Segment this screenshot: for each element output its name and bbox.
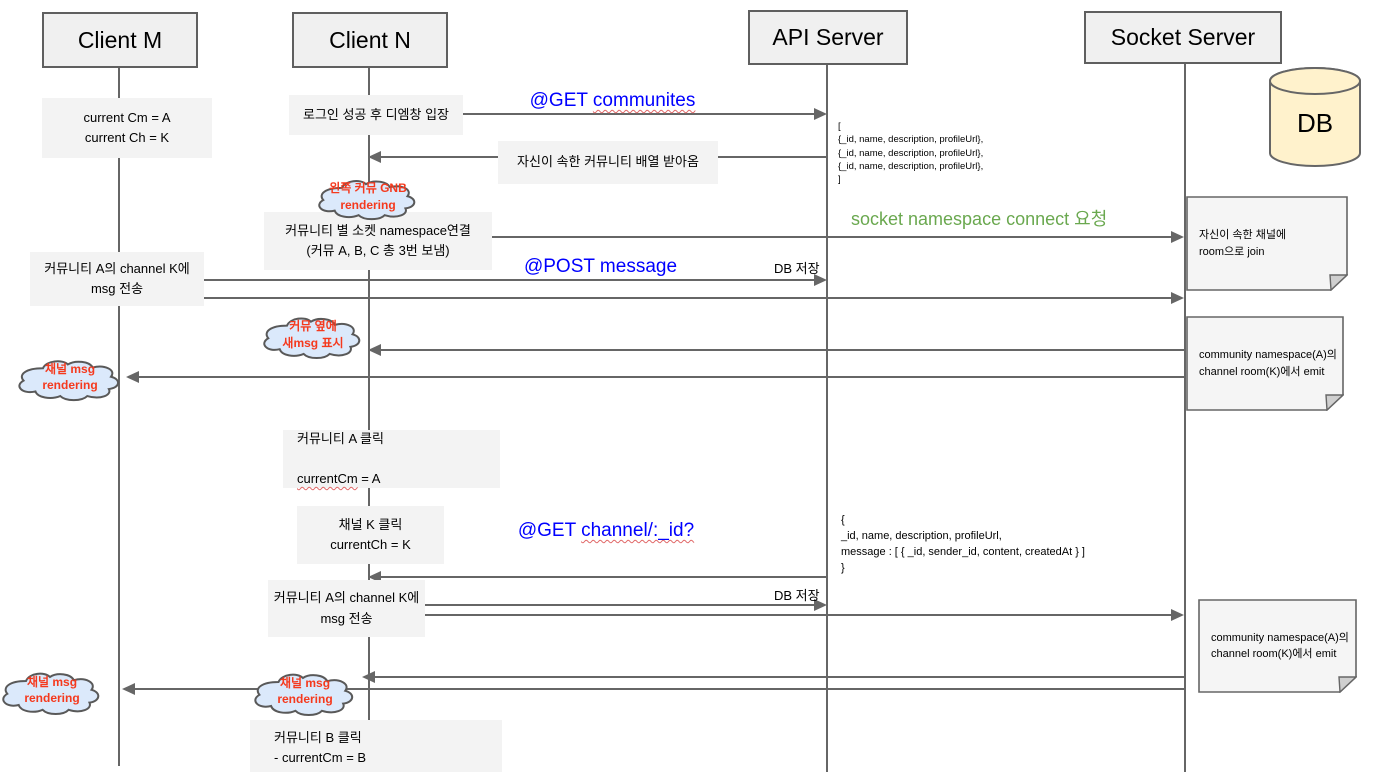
arrow-get-communities [463, 108, 827, 120]
arrow-db-save [420, 599, 827, 611]
actor-client-m: Client M [42, 12, 198, 68]
actor-socket-server: Socket Server [1084, 11, 1282, 64]
box-community-a-click: 커뮤니티 A 클릭 currentCm = A [283, 430, 500, 488]
box-send-msg-1: 커뮤니티 A의 channel K에 msg 전송 [30, 252, 204, 306]
actor-api-server-label: API Server [772, 24, 884, 50]
box-channel-k-click: 채널 K 클릭 currentCh = K [297, 506, 444, 564]
arrow-socket-namespace-connect [492, 231, 1184, 243]
lifeline-client-n [368, 68, 370, 772]
box-community-a-click-rest: = A [357, 471, 381, 487]
arrow-emit2-to-client-m [122, 683, 1184, 695]
note-icon [1186, 316, 1344, 411]
actor-api-server: API Server [748, 10, 908, 65]
cloud-channel-msg-rendering-3: 채널 msg rendering [252, 662, 358, 718]
box-community-a-click-line1: 커뮤니티 A 클릭 [297, 430, 384, 446]
lifeline-client-m [118, 68, 120, 766]
label-db-save-1: DB 저장 [774, 261, 820, 276]
box-community-a-click-line2: currentCm = A [297, 469, 384, 489]
lifeline-api-server [826, 64, 828, 772]
box-send-msg-2: 커뮤니티 A의 channel K에 msg 전송 [268, 580, 425, 637]
cloud-new-msg-badge: 커뮤 옆에 새msg 표시 [261, 306, 365, 361]
db-cylinder-shape [1268, 66, 1362, 168]
cloud-icon [0, 661, 104, 717]
note-emit-2-text: community namespace(A)의 channel room(K)에… [1211, 631, 1349, 661]
note-icon [1186, 196, 1348, 291]
label-socket-connect: socket namespace connect 요청 [851, 209, 1108, 229]
code-communities-response: [ {_id, name, description, profileUrl}, … [838, 121, 984, 186]
label-db-save-2: DB 저장 [774, 588, 820, 603]
note-join-room: 자신이 속한 채널에 room으로 join [1186, 196, 1348, 291]
box-receive-communities: 자신이 속한 커뮤니티 배열 받아옴 [498, 141, 718, 184]
arrow-emit-to-client-n [368, 344, 1184, 356]
code-channel-response: { _id, name, description, profileUrl, me… [841, 514, 1085, 574]
cloud-icon [316, 169, 420, 222]
label-get-prefix: @GET [529, 90, 593, 111]
label-get-prefix: @GET [517, 520, 582, 541]
cloud-new-msg-badge-label: 커뮤 옆에 새msg 표시 [282, 319, 344, 350]
cloud-icon [16, 349, 124, 403]
arrow-channel-response [368, 571, 827, 583]
cloud-icon [261, 306, 365, 361]
note-emit-1-text: community namespace(A)의 channel room(K)에… [1199, 349, 1337, 378]
box-client-m-state: current Cm = A current Ch = K [42, 98, 212, 158]
db-cylinder: DB [1268, 66, 1362, 168]
actor-client-n-label: Client N [329, 26, 411, 53]
spellcheck-word: currentCm [297, 471, 358, 487]
cloud-channel-msg-rendering-1-label: 채널 msg rendering [42, 361, 98, 392]
note-emit-1: community namespace(A)의 channel room(K)에… [1186, 316, 1344, 411]
label-get-communities-word: communites [592, 90, 696, 111]
arrow-post-message [204, 274, 827, 286]
cloud-channel-msg-rendering-1: 채널 msg rendering [16, 349, 124, 403]
lifeline-socket-server [1184, 62, 1186, 772]
actor-client-m-label: Client M [77, 26, 163, 53]
label-get-channel: @GET channel/:_id? [500, 520, 712, 542]
arrow-emit2-to-client-n [362, 671, 1184, 683]
box-community-b-click: 커뮤니티 B 클릭 - currentCm = B - currentCh = … [250, 720, 502, 772]
label-get-channel-word: channel/:_id? [581, 520, 695, 541]
cloud-icon [252, 662, 358, 718]
cloud-gnb-rendering-label: 왼쪽 커뮤 GNB rendering [329, 181, 407, 212]
arrow-emit-to-client-m [126, 371, 1184, 383]
cloud-channel-msg-rendering-2-label: 채널 msg rendering [24, 674, 80, 705]
actor-socket-server-label: Socket Server [1110, 24, 1256, 50]
cloud-channel-msg-rendering-2: 채널 msg rendering [0, 661, 104, 717]
arrow-msg-to-socket [204, 292, 1184, 304]
cloud-channel-msg-rendering-3-label: 채널 msg rendering [277, 675, 333, 706]
actor-client-n: Client N [292, 12, 448, 68]
box-login-enter: 로그인 성공 후 디엠창 입장 [289, 95, 463, 135]
note-join-room-text: 자신이 속한 채널에 room으로 join [1199, 229, 1287, 258]
box-namespace-connect: 커뮤니티 별 소켓 namespace연결 (커뮤 A, B, C 총 3번 보… [264, 212, 492, 270]
cloud-gnb-rendering: 왼쪽 커뮤 GNB rendering [316, 169, 420, 222]
db-label: DB [1296, 108, 1334, 138]
arrow-msg-to-socket-2 [420, 609, 1184, 621]
label-get-communities: @GET communites [505, 90, 720, 112]
note-emit-2: community namespace(A)의 channel room(K)에… [1198, 599, 1357, 693]
label-post-message: @POST message [523, 256, 678, 277]
note-icon [1198, 599, 1357, 693]
